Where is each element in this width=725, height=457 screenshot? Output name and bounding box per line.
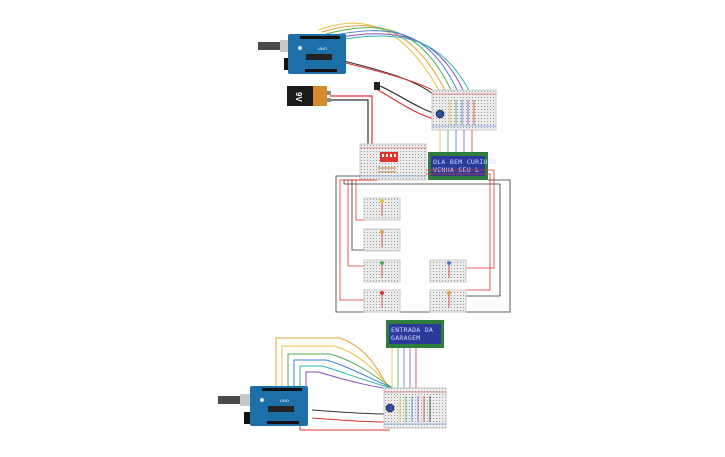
- usb-port-bottom: [240, 394, 250, 406]
- lcd-top-screen: [431, 156, 485, 176]
- lcd-bottom-line2: GARAGEM: [391, 334, 421, 342]
- dip-switch[interactable]: [380, 152, 398, 162]
- battery-terminal-neg: [327, 98, 331, 102]
- battery-terminal-pos: [327, 91, 331, 95]
- top-wire-bundle: [317, 22, 471, 101]
- switch-body: [374, 82, 380, 90]
- led-board-2: [363, 228, 401, 252]
- arduino-bottom-header-digital: [262, 388, 302, 391]
- battery-wires: [330, 85, 441, 151]
- lcd-top-line1: OLA BEM CURIOSO: [433, 158, 496, 166]
- lcd-bottom-wires: [391, 348, 417, 390]
- led-board-6: [429, 289, 467, 313]
- arduino-top-header-digital: [300, 36, 340, 39]
- arduino-bottom-logo: [260, 398, 264, 402]
- breadboard-bottom: [383, 387, 447, 429]
- lcd-bottom: ENTRADA DA GARAGEM: [386, 320, 444, 348]
- breadboard-top-right-body: [431, 89, 497, 131]
- led-board-4: [363, 289, 401, 313]
- arduino-top-chip: [306, 54, 332, 60]
- breadboard-top-right: [431, 89, 497, 131]
- led-red-4: [380, 291, 384, 295]
- led-green-3: [380, 261, 384, 265]
- arduino-top-label: UNO: [318, 46, 327, 51]
- usb-port-top: [280, 40, 290, 52]
- led-board-1: [363, 197, 401, 221]
- led-blue-5: [447, 261, 451, 265]
- loop-wires: [335, 169, 511, 313]
- switch-component[interactable]: [374, 82, 380, 90]
- breadboard-bottom-body: [383, 387, 447, 429]
- led-board-3: [363, 259, 401, 283]
- arduino-bottom[interactable]: UNO: [218, 386, 308, 426]
- power-jack-bottom: [244, 412, 252, 424]
- breadboard-center: [359, 143, 427, 181]
- battery-label: 9V: [294, 92, 303, 102]
- led-orange-2: [380, 230, 384, 234]
- led-board-5: [429, 259, 467, 283]
- arduino-bottom-label: UNO: [280, 398, 289, 403]
- lcd-top: OLA BEM CURIOSO VENHA SEU L: [428, 152, 496, 180]
- arduino-top-header-analog: [305, 69, 337, 72]
- lcd-bottom-line1: ENTRADA DA: [391, 326, 433, 334]
- potentiometer-top[interactable]: [435, 109, 445, 119]
- arduino-bottom-header-analog: [267, 421, 299, 424]
- arduino-top-logo: [298, 46, 302, 50]
- usb-cable-bottom: [218, 396, 240, 404]
- battery-cap: [313, 86, 327, 106]
- arduino-top[interactable]: UNO: [258, 34, 346, 74]
- battery-body: [287, 86, 313, 106]
- battery-9v[interactable]: 9V: [287, 86, 331, 106]
- potentiometer-bottom[interactable]: [385, 403, 395, 413]
- usb-cable-top: [258, 42, 280, 50]
- lcd-top-wires: [439, 130, 473, 154]
- led-yellow-1: [380, 199, 384, 203]
- arduino-bottom-chip: [268, 406, 294, 412]
- led-orange-6: [447, 291, 451, 295]
- lcd-bottom-screen: [389, 324, 441, 344]
